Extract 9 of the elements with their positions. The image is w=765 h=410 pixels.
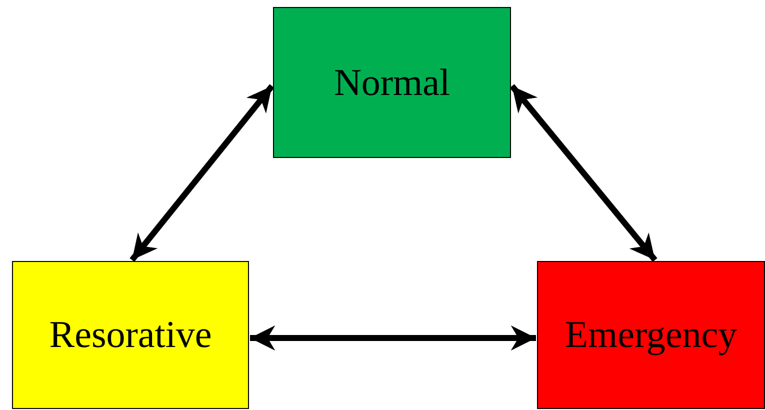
- state-label: Resorative: [49, 313, 212, 357]
- double-arrow: [250, 325, 536, 351]
- state-label: Normal: [334, 60, 450, 104]
- state-box: [12, 261, 249, 409]
- double-arrow: [510, 84, 658, 262]
- state-label: Emergency: [564, 313, 738, 357]
- double-arrow: [130, 84, 274, 262]
- state-box: [273, 7, 511, 158]
- state-box: [537, 261, 765, 409]
